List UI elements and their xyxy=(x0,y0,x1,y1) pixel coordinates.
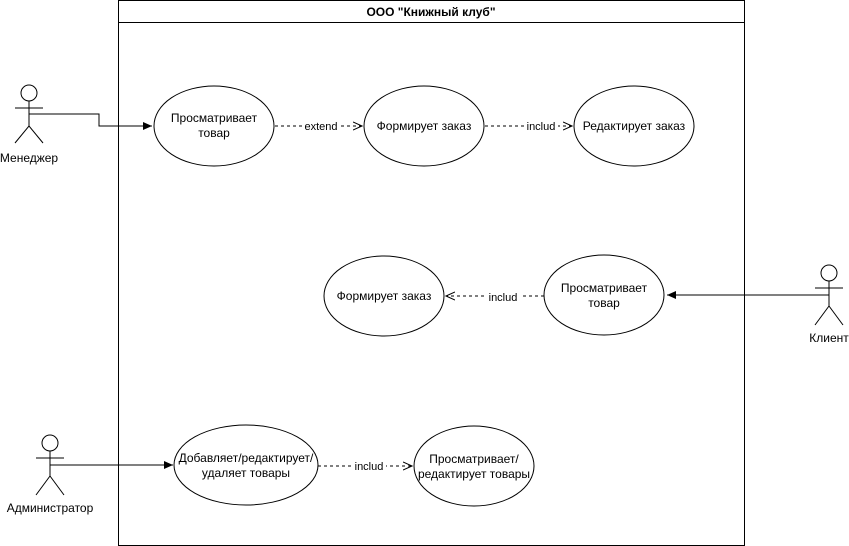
relation-include-1: includ xyxy=(485,119,572,133)
relation-label: includ xyxy=(355,461,384,473)
use-case-label: Просматривает xyxy=(561,281,648,295)
use-case-label: Просматривает xyxy=(171,111,258,125)
system-title: ООО "Книжный клуб" xyxy=(366,5,495,19)
relation-include-2: includ xyxy=(446,290,544,304)
use-case-label: Формирует заказ xyxy=(337,289,432,303)
use-case-view-product-client[interactable]: Просматривает товар xyxy=(543,254,665,336)
stick-figure-icon xyxy=(14,84,44,144)
stick-figure-icon xyxy=(814,264,844,326)
association-manager xyxy=(29,113,152,130)
use-case-label: Редактирует заказ xyxy=(583,119,686,133)
use-case-label: товар xyxy=(198,126,230,140)
use-case-manage-products[interactable]: Добавляет/редактирует/ удаляет товары xyxy=(173,424,319,506)
actor-label: Клиент xyxy=(809,331,849,345)
actor-client[interactable]: Клиент xyxy=(809,264,849,345)
actor-manager[interactable]: Менеджер xyxy=(0,84,58,165)
actor-label: Менеджер xyxy=(0,151,58,165)
actor-label: Администратор xyxy=(7,501,94,515)
use-case-edit-order[interactable]: Редактирует заказ xyxy=(573,85,695,167)
relation-label: includ xyxy=(527,121,556,133)
use-case-label: Добавляет/редактирует/ xyxy=(179,451,314,465)
use-case-label: удаляет товары xyxy=(202,466,290,480)
relation-include-3: includ xyxy=(318,459,412,473)
use-case-label: товар xyxy=(588,296,620,310)
use-case-create-order-client[interactable]: Формирует заказ xyxy=(323,255,445,337)
relation-label: extend xyxy=(304,121,337,133)
use-case-create-order-manager[interactable]: Формирует заказ xyxy=(363,85,485,167)
use-case-view-product-manager[interactable]: Просматривает товар xyxy=(153,85,275,167)
use-case-label: Просматривает/ xyxy=(429,452,519,466)
use-case-view-edit-products[interactable]: Просматривает/ редактирует товары xyxy=(413,425,535,507)
actor-administrator[interactable]: Администратор xyxy=(7,434,94,515)
use-case-label: редактирует товары xyxy=(418,467,530,481)
stick-figure-icon xyxy=(35,434,65,496)
relation-label: includ xyxy=(489,292,518,304)
relation-extend: extend xyxy=(275,119,362,133)
use-case-label: Формирует заказ xyxy=(377,119,472,133)
